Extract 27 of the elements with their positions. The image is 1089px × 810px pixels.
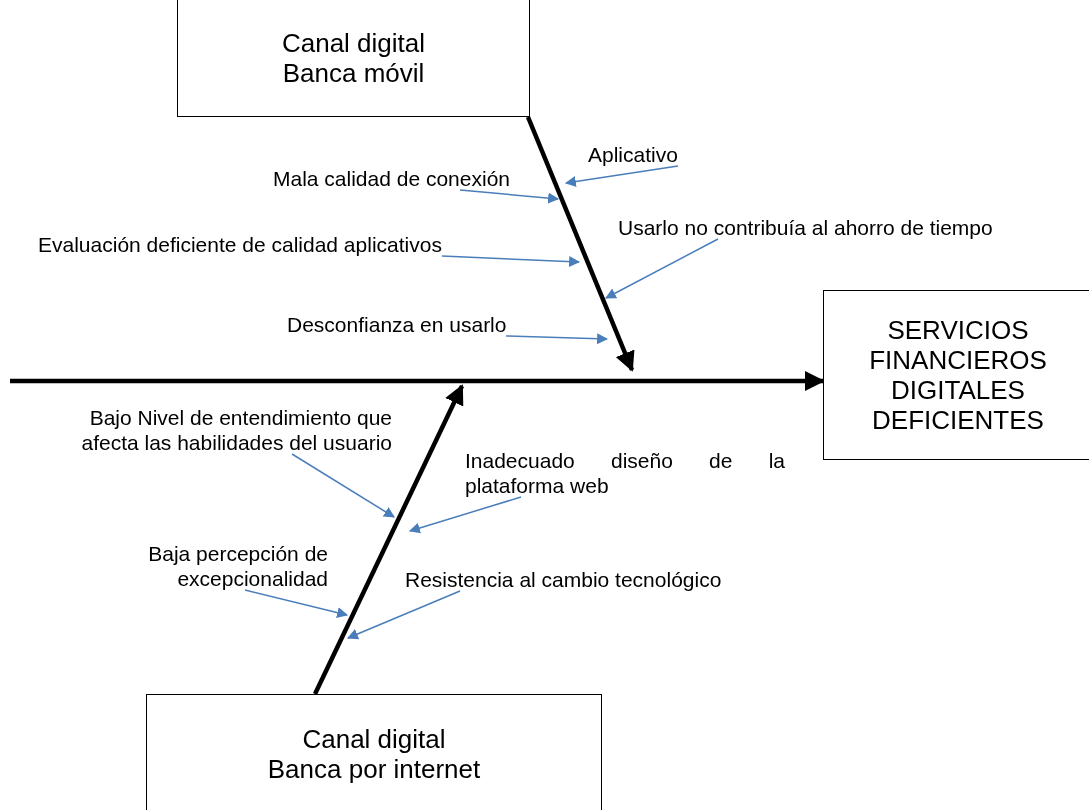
cause-text: Aplicativo [588,142,928,167]
arrow [10,371,825,391]
category-box [177,0,530,117]
arrow [505,333,609,345]
cause-text: Evaluación deficiente de calidad aplicativos [38,232,558,257]
arrow [441,255,581,268]
arrow [525,116,635,372]
effect-box [823,290,1089,460]
box-label: Canal digital Banca por internet [266,724,482,784]
arrow [459,189,560,204]
cause-text: Baja percepción de excepcionalidad [68,541,328,591]
arrow [564,165,679,187]
cause-text: Resistencia al cambio tecnológico [405,567,725,592]
arrow [312,384,465,695]
cause-text: Bajo Nivel de entendimiento que afecta las habilidades del usuario [36,405,392,455]
cause-text: Usarlo no contribuía al ahorro de tiempo [618,215,1013,240]
arrow [347,590,461,640]
arrow [244,589,349,618]
arrow [291,453,395,518]
arrow [408,496,522,534]
box-label: Canal digital Banca móvil [280,27,427,88]
category-box [146,694,602,810]
cause-text: Inadecuado diseño de la plataforma web [465,448,785,498]
cause-text: Desconfianza en usarlo [287,312,587,337]
box-label: SERVICIOS FINANCIEROS DIGITALES DEFICIENTES [868,315,1048,435]
arrow [605,238,719,299]
cause-text: Mala calidad de conexión [210,166,510,191]
